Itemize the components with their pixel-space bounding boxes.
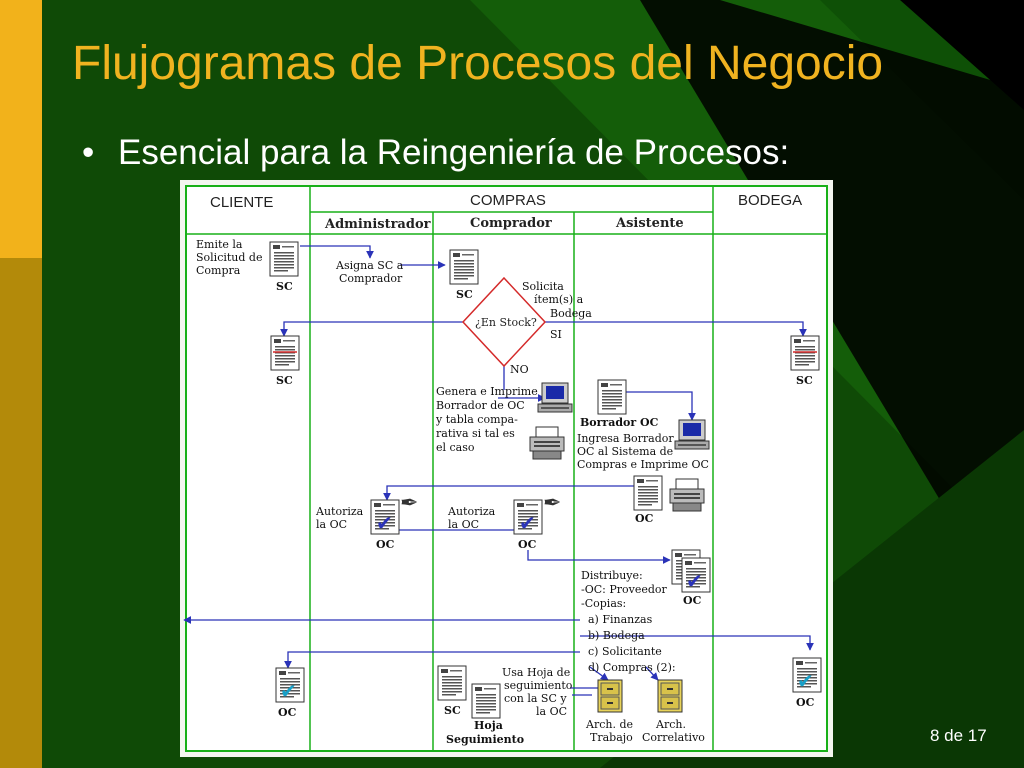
document-icon — [790, 335, 820, 371]
doc-label-sc: SC — [456, 288, 473, 301]
label-genera-4: el caso — [436, 441, 475, 454]
document-icon — [437, 665, 467, 701]
label-distribuye-3: a) Finanzas — [588, 613, 653, 626]
header-bodega: BODEGA — [738, 192, 802, 209]
document-icon — [449, 249, 479, 285]
label-genera-3: rativa si tal es — [436, 427, 515, 440]
label-emite-0: Emite la — [196, 238, 243, 251]
left-accent-band — [0, 0, 42, 768]
file-cabinet-icon — [597, 679, 623, 713]
label-distribuye-4: b) Bodega — [588, 629, 645, 642]
label-arch-correlativo-1: Correlativo — [642, 731, 705, 744]
pen-icon: ✒ — [543, 490, 561, 515]
checkmark-icon: ✔ — [280, 681, 297, 703]
label-usa-hoja-2: con la SC y — [504, 692, 567, 705]
label-autoriza-1-0: Autoriza — [315, 505, 364, 518]
label-autoriza-2-0: Autoriza — [447, 505, 496, 518]
label-asigna-0: Asigna SC a — [335, 259, 404, 272]
document-icon — [270, 335, 300, 371]
doc-label-sc: SC — [276, 374, 293, 387]
document-icon — [471, 683, 501, 719]
label-usa-hoja-0: Usa Hoja de — [502, 666, 570, 679]
label-autoriza-2-1: la OC — [448, 518, 479, 531]
decision-en-stock: ¿En Stock? — [461, 276, 547, 368]
checkmark-icon: ✔ — [797, 671, 814, 693]
computer-icon — [537, 382, 573, 413]
label-asigna-1: Comprador — [339, 272, 403, 285]
checkmark-icon: ✔ — [376, 513, 393, 535]
label-hoja-0: Hoja — [474, 719, 503, 732]
doc-label-sc: SC — [276, 280, 293, 293]
label-genera-0: Genera e Imprime — [436, 385, 538, 398]
pen-icon: ✒ — [400, 490, 418, 515]
label-solicita-0: Solicita — [522, 280, 564, 293]
header-compras: COMPRAS — [470, 192, 546, 209]
label-emite-1: Solicitud de — [196, 251, 262, 264]
label-arch-correlativo-0: Arch. — [655, 718, 686, 731]
label-usa-hoja-3: la OC — [536, 705, 567, 718]
label-distribuye-5: c) Solicitante — [588, 645, 662, 658]
page-number: 8 de 17 — [930, 726, 987, 745]
slide-title: Flujogramas de Procesos del Negocio — [72, 37, 884, 90]
checkmark-icon: ✔ — [686, 571, 703, 593]
document-icon — [633, 475, 663, 511]
label-ingresa-0: Ingresa Borrador — [577, 432, 674, 445]
label-si: SI — [550, 328, 562, 341]
label-distribuye-0: Distribuye: — [581, 569, 643, 582]
label-no: NO — [510, 363, 529, 376]
label-arch-trabajo-1: Trabajo — [590, 731, 633, 744]
doc-label-oc: OC — [518, 538, 537, 551]
document-icon — [597, 379, 627, 415]
label-distribuye-6: d) Compras (2): — [588, 661, 676, 674]
label-emite-2: Compra — [196, 264, 241, 277]
process-flowchart: CLIENTE COMPRAS BODEGA Administrador Com… — [180, 180, 833, 757]
doc-label-sc: SC — [796, 374, 813, 387]
header-administrador: Administrador — [324, 217, 431, 232]
label-ingresa-1: OC al Sistema de — [577, 445, 673, 458]
doc-label-oc: OC — [635, 512, 654, 525]
header-cliente: CLIENTE — [210, 194, 273, 211]
label-arch-trabajo-0: Arch. de — [585, 718, 633, 731]
doc-label-oc: OC — [683, 594, 702, 607]
bullet-symbol: • — [82, 133, 95, 172]
decision-label: ¿En Stock? — [475, 316, 537, 329]
label-genera-2: y tabla compa- — [435, 413, 518, 426]
computer-icon — [674, 419, 710, 450]
checkmark-icon: ✔ — [519, 513, 536, 535]
doc-label-borrador: Borrador OC — [580, 416, 659, 429]
file-cabinet-icon — [657, 679, 683, 713]
header-asistente: Asistente — [615, 216, 684, 231]
document-icon — [269, 241, 299, 277]
label-genera-1: Borrador de OC — [436, 399, 525, 412]
doc-label-oc: OC — [376, 538, 395, 551]
doc-label-oc: OC — [796, 696, 815, 709]
left-accent-band-top — [0, 0, 42, 258]
flow-arrows — [183, 245, 814, 696]
bullet-text: Esencial para la Reingeniería de Proceso… — [118, 133, 790, 172]
label-solicita-1: ítem(s) a — [534, 293, 584, 306]
label-distribuye-1: -OC: Proveedor — [581, 583, 668, 596]
label-hoja-1: Seguimiento — [446, 733, 524, 746]
label-usa-hoja-1: seguimiento — [504, 679, 573, 692]
label-ingresa-2: Compras e Imprime OC — [577, 458, 709, 471]
label-solicita-2: Bodega — [550, 307, 592, 320]
doc-label-oc: OC — [278, 706, 297, 719]
bullet-item: • Esencial para la Reingeniería de Proces… — [82, 133, 789, 173]
label-autoriza-1-1: la OC — [316, 518, 347, 531]
label-distribuye-2: -Copias: — [581, 597, 626, 610]
header-comprador: Comprador — [470, 216, 552, 231]
doc-label-sc: SC — [444, 704, 461, 717]
